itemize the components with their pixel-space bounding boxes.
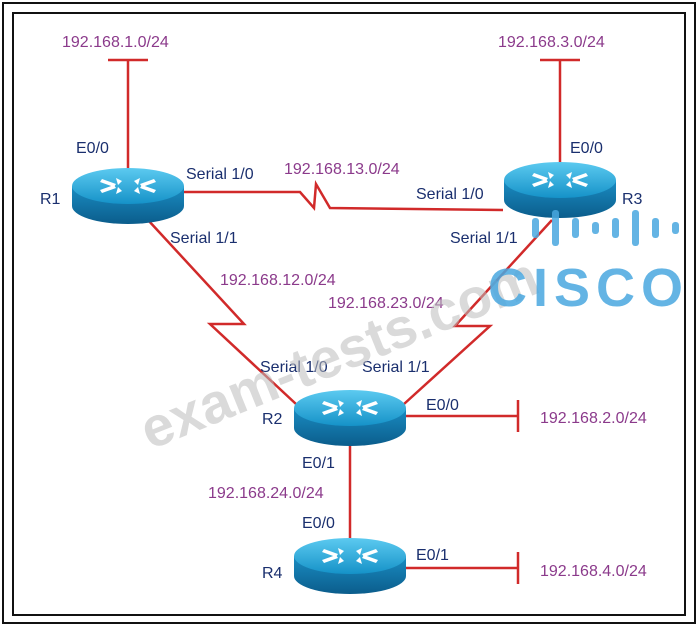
serial-r1-r3-link xyxy=(182,179,504,212)
interface-label-r2-e00: E0/0 xyxy=(426,397,459,414)
network-label-r1-r3: 192.168.13.0/24 xyxy=(284,161,400,178)
router-r4[interactable] xyxy=(294,538,406,594)
serial-r1-r2-link xyxy=(147,219,297,405)
interface-label-r4-e00: E0/0 xyxy=(302,515,335,532)
interface-label-r1-s11: Serial 1/1 xyxy=(170,230,238,247)
router-r4-label: R4 xyxy=(262,565,283,582)
interface-label-r1-e00: E0/0 xyxy=(76,140,109,157)
interface-label-r2-e01: E0/1 xyxy=(302,455,335,472)
router-r3[interactable] xyxy=(504,162,616,218)
links xyxy=(108,58,580,584)
network-label-r1-r2: 192.168.12.0/24 xyxy=(220,272,336,289)
interface-label-r3-s11: Serial 1/1 xyxy=(450,230,518,247)
interface-label-r2-s10: Serial 1/0 xyxy=(260,359,328,376)
serial-r2-r3-link xyxy=(403,219,553,405)
network-label-lan-r1: 192.168.1.0/24 xyxy=(62,34,169,51)
cisco-brand-text: CISCO xyxy=(488,258,689,318)
network-label-r2-r3: 192.168.23.0/24 xyxy=(328,295,444,312)
router-r1-label: R1 xyxy=(40,191,61,208)
router-r2[interactable] xyxy=(294,390,406,446)
router-r2-label: R2 xyxy=(262,411,283,428)
network-label-r2-r4: 192.168.24.0/24 xyxy=(208,485,324,502)
interface-label-r4-e01: E0/1 xyxy=(416,547,449,564)
router-r1[interactable] xyxy=(72,168,184,224)
router-r3-label: R3 xyxy=(622,191,643,208)
interface-label-r3-e00: E0/0 xyxy=(570,140,603,157)
interface-label-r3-s10: Serial 1/0 xyxy=(416,186,484,203)
cisco-logo: CISCO xyxy=(488,210,689,318)
network-label-lan-r3: 192.168.3.0/24 xyxy=(498,34,605,51)
network-label-lan-r4: 192.168.4.0/24 xyxy=(540,563,647,580)
network-label-lan-r2: 192.168.2.0/24 xyxy=(540,410,647,427)
interface-label-r1-s10: Serial 1/0 xyxy=(186,166,254,183)
cisco-bars-icon xyxy=(532,210,679,246)
interface-label-r2-s11: Serial 1/1 xyxy=(362,359,430,376)
